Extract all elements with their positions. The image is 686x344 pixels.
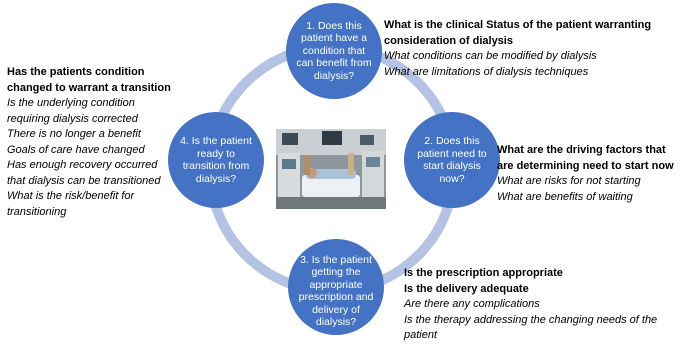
hospital-photo [276,129,386,209]
step-3-question: Is the therapy addressing the changing n… [404,313,658,342]
step-4-question: Is the underlying condition requiring di… [7,97,138,125]
step-3-heading: Is the delivery adequate [404,282,529,295]
step-4-question: Has enough recovery occurred that dialys… [7,159,161,187]
step-4-question: What is the risk/benefit for transitioni… [7,190,135,218]
step-2-label: 2. Does this patient need to start dialy… [417,135,487,185]
step-1-notes: What is the clinical Status of the patie… [384,18,684,80]
step-4-question: There is no longer a benefit [7,128,141,140]
step-4-node: 4. Is the patient ready to transition fr… [168,112,264,208]
step-4-question: Goals of care have changed [7,143,145,156]
step-1-node: 1. Does this patient have a condition th… [286,3,382,99]
step-2-heading: What are the driving factors that are de… [497,144,674,172]
step-4-notes: Has the patients condition changed to wa… [7,65,177,220]
step-4-label: 4. Is the patient ready to transition fr… [180,135,252,185]
step-1-question: What are limitations of dialysis techniq… [384,65,589,78]
step-1-heading: What is the clinical Status of the patie… [384,19,652,47]
step-4-heading: Has the patients condition changed to wa… [7,66,171,94]
step-3-label: 3. Is the patient getting the appropriat… [298,253,374,329]
step-3-node: 3. Is the patient getting the appropriat… [288,239,384,335]
step-1-question: What conditions can be modified by dialy… [384,50,597,62]
step-3-heading: Is the prescription appropriate [404,267,563,279]
step-2-notes: What are the driving factors that are de… [497,143,685,205]
step-3-question: Are there any complications [404,298,540,310]
step-2-question: What are benefits of waiting [497,190,633,203]
step-1-label: 1. Does this patient have a condition th… [296,19,372,82]
step-2-question: What are risks for not starting [497,175,641,187]
step-2-node: 2. Does this patient need to start dialy… [404,112,500,208]
step-3-notes: Is the prescription appropriate Is the d… [404,266,686,344]
